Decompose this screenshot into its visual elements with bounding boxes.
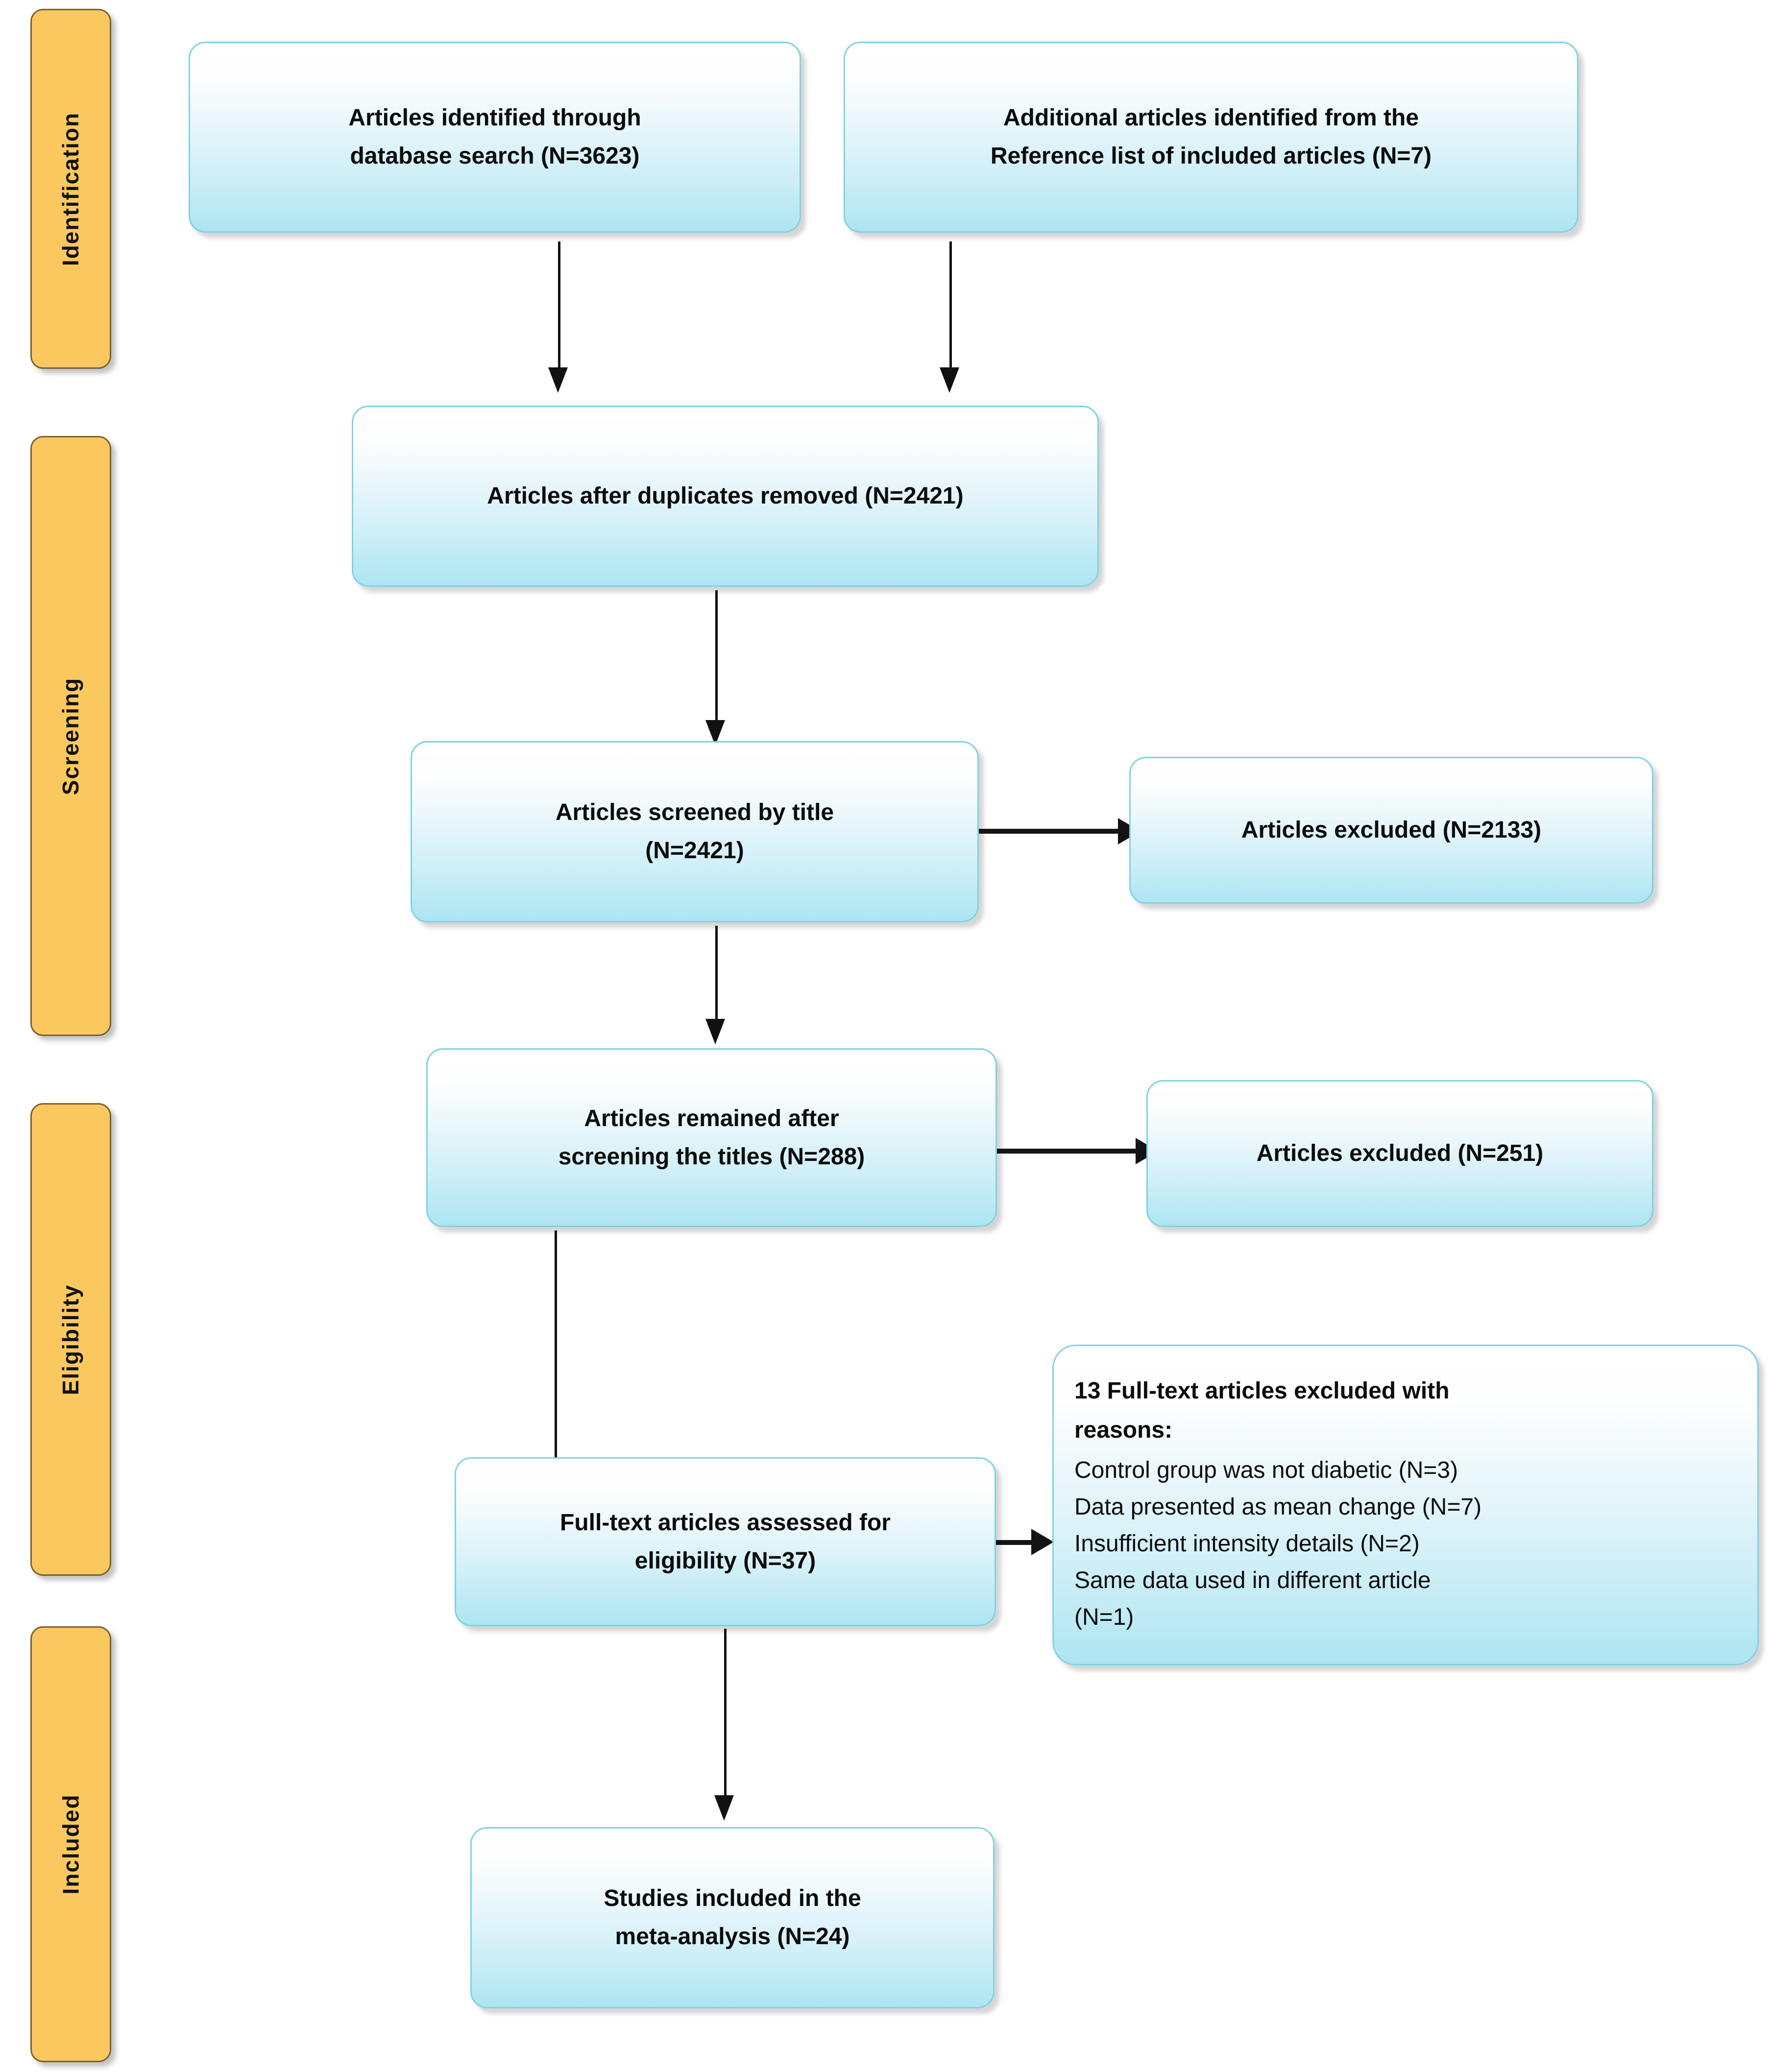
arrow-line-db-to-duplicates: [558, 241, 560, 370]
node-excluded-abstracts-text: Articles excluded (N=251): [1256, 1140, 1544, 1167]
reason-item: Data presented as mean change (N=7): [1074, 1494, 1482, 1520]
node-reference-list-text: Additional articles identified from the …: [990, 105, 1432, 169]
arrow-line-remained-to-fulltext: [555, 1230, 557, 1480]
arrow-line-duplicates-to-screened: [715, 590, 718, 723]
arrow-line-fulltext-to-excluded-reasons: [996, 1540, 1034, 1545]
node-excluded-abstracts: Articles excluded (N=251): [1146, 1080, 1653, 1227]
stage-bar-included: Included: [30, 1626, 111, 2062]
node-remained-after-titles: Articles remained after screening the ti…: [426, 1048, 997, 1227]
reasons-content: 13 Full-text articles excluded with reas…: [1074, 1372, 1743, 1636]
stage-bar-identification: Identification: [30, 9, 111, 369]
node-remained-after-titles-text: Articles remained after screening the ti…: [558, 1105, 865, 1170]
stage-label-screening: Screening: [58, 677, 84, 795]
node-database-search: Articles identified through database sea…: [189, 42, 801, 233]
node-database-search-text: Articles identified through database sea…: [348, 105, 641, 169]
node-fulltext-assessed: Full-text articles assessed for eligibil…: [455, 1457, 996, 1626]
reasons-list: Control group was not diabetic (N=3) Dat…: [1074, 1452, 1743, 1636]
reason-item: Control group was not diabetic (N=3): [1074, 1457, 1458, 1484]
arrow-head-fulltext-to-included: [714, 1795, 734, 1821]
arrow-line-remained-to-excluded-abstracts: [997, 1149, 1139, 1154]
stage-bar-eligibility: Eligibility: [30, 1103, 111, 1576]
node-fulltext-excluded-reasons: 13 Full-text articles excluded with reas…: [1052, 1345, 1759, 1665]
arrow-line-screened-to-excluded-titles: [979, 829, 1121, 834]
node-duplicates-removed-text: Articles after duplicates removed (N=242…: [487, 483, 964, 509]
reason-item: Insufficient intensity details (N=2): [1074, 1531, 1420, 1557]
node-studies-included: Studies included in the meta-analysis (N…: [470, 1827, 995, 2008]
arrow-line-fulltext-to-included: [724, 1629, 727, 1798]
reason-item: (N=1): [1074, 1604, 1134, 1630]
node-excluded-titles-text: Articles excluded (N=2133): [1241, 817, 1542, 843]
arrow-head-ref-to-duplicates: [940, 367, 959, 393]
arrow-head-db-to-duplicates: [548, 367, 568, 393]
arrow-line-ref-to-duplicates: [949, 241, 952, 370]
arrow-head-screened-to-remained: [705, 1019, 725, 1044]
node-duplicates-removed: Articles after duplicates removed (N=242…: [352, 406, 1099, 587]
stage-label-included: Included: [58, 1794, 84, 1895]
node-excluded-titles: Articles excluded (N=2133): [1129, 757, 1653, 904]
stage-label-eligibility: Eligibility: [58, 1284, 84, 1395]
stage-label-identification: Identification: [58, 112, 84, 266]
node-studies-included-text: Studies included in the meta-analysis (N…: [604, 1885, 861, 1950]
node-screened-by-title: Articles screened by title (N=2421): [411, 741, 979, 922]
node-fulltext-assessed-text: Full-text articles assessed for eligibil…: [560, 1509, 891, 1574]
stage-bar-screening: Screening: [30, 436, 111, 1036]
arrow-line-screened-to-remained: [715, 926, 718, 1021]
reason-item: Same data used in different article: [1074, 1567, 1431, 1593]
arrow-head-fulltext-to-excluded-reasons: [1031, 1529, 1054, 1555]
reasons-heading: 13 Full-text articles excluded with reas…: [1074, 1378, 1450, 1443]
node-screened-by-title-text: Articles screened by title (N=2421): [555, 799, 834, 864]
node-reference-list: Additional articles identified from the …: [844, 42, 1578, 233]
